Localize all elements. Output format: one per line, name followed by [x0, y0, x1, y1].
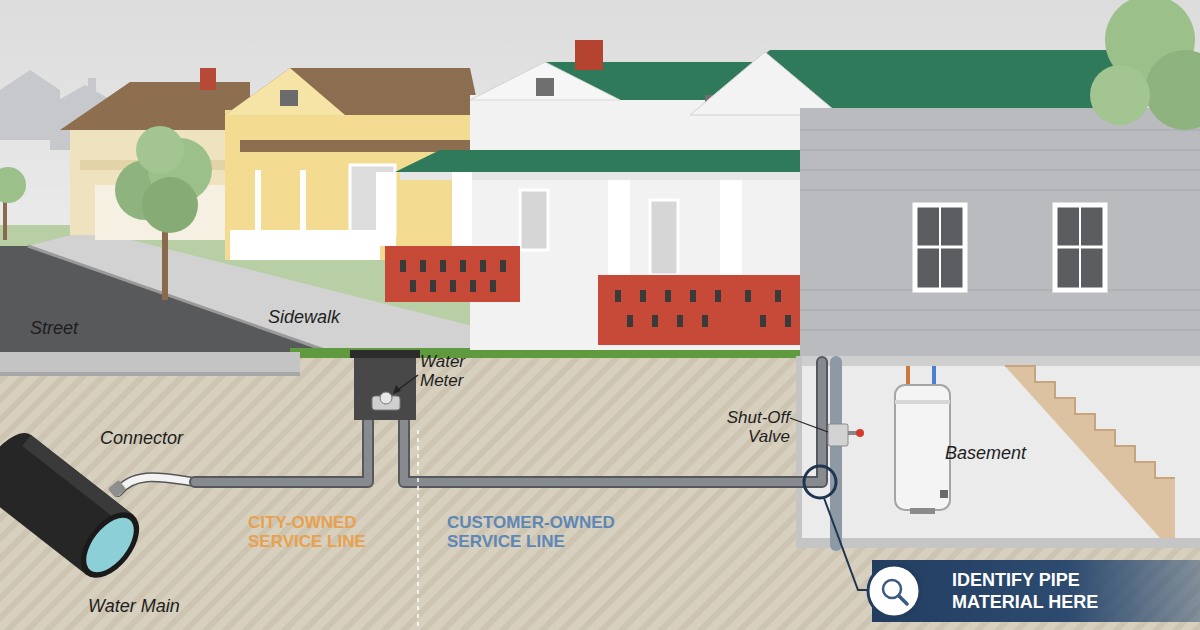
- identify-circle: [804, 466, 836, 498]
- meter-leader-head: [393, 385, 401, 394]
- callout-label: Basement: [945, 443, 1055, 463]
- shut-off-valve: [828, 424, 864, 446]
- street-section: [0, 352, 300, 374]
- connector-fitting: [108, 480, 126, 498]
- banner-text: IDENTIFY PIPE MATERIAL HERE: [952, 570, 1142, 613]
- sky: [0, 0, 1200, 360]
- identify-leader: [824, 498, 878, 590]
- street-tree: [115, 126, 212, 300]
- gray-house: [690, 0, 1200, 360]
- callout-label: CUSTOMER-OWNED SERVICE LINE: [447, 513, 672, 551]
- connector-pipe: [118, 477, 195, 492]
- connector-outline: [118, 477, 195, 492]
- callout-label: CITY-OWNED SERVICE LINE: [248, 513, 406, 551]
- callout-label: Street: [30, 318, 120, 338]
- callout-label: Connector: [100, 428, 210, 448]
- callout-label: Shut-Off Valve: [690, 408, 790, 446]
- far-tree: [0, 167, 26, 240]
- street-base: [0, 372, 300, 376]
- water-main: [0, 424, 151, 589]
- magnifier-icon: [864, 560, 934, 622]
- valve-leader: [790, 418, 828, 432]
- callout-label: Water Main: [88, 596, 218, 616]
- curb: [28, 246, 330, 352]
- water-heater: [895, 366, 950, 514]
- water-meter-box: [350, 350, 420, 420]
- basement: [796, 356, 1200, 548]
- ownership-divider: [417, 430, 419, 630]
- callout-label: Sidewalk: [268, 307, 378, 327]
- callout-label: Water Meter: [420, 352, 490, 390]
- callout-banner: IDENTIFY PIPE MATERIAL HERE: [872, 560, 1200, 622]
- beige-house: [60, 68, 250, 240]
